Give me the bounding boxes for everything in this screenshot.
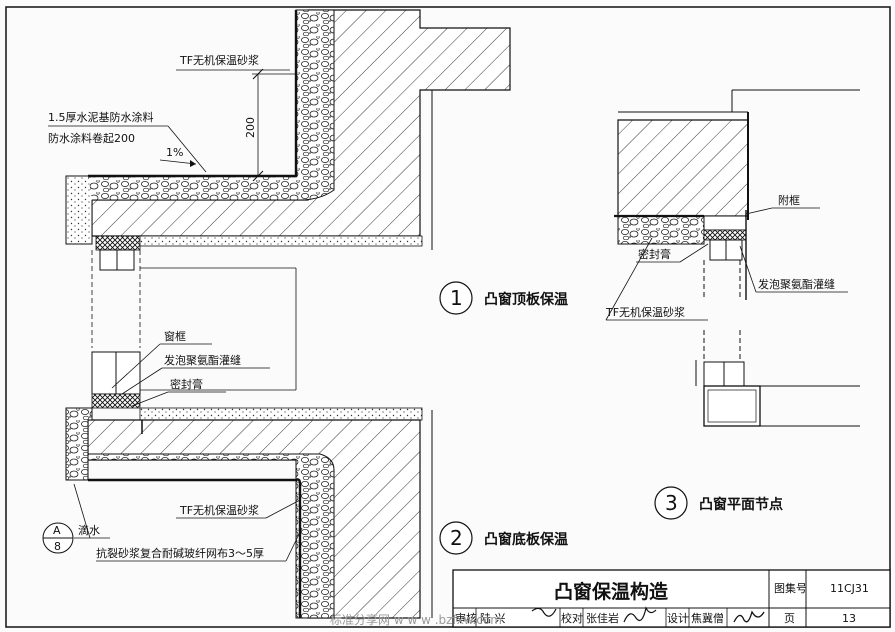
label-sealant-right: 密封膏 — [638, 247, 671, 261]
label-tf-mortar-bottom: TF无机保温砂浆 — [179, 503, 259, 517]
label-sealant: 密封膏 — [170, 377, 203, 391]
label-drip: 滴水 — [78, 523, 100, 537]
label-attach-frame: 附框 — [778, 193, 800, 207]
label-mesh-note: 抗裂砂浆复合耐碱玻纤网布3～5厚 — [96, 546, 264, 560]
detail-title-2: 凸窗底板保温 — [484, 531, 568, 548]
label-coating-1: 1.5厚水泥基防水涂料 — [48, 110, 154, 124]
label-window-frame: 窗框 — [164, 329, 186, 343]
label-pu-foam-right: 发泡聚氨酯灌缝 — [758, 277, 835, 291]
ref-circle-top: A — [53, 524, 61, 537]
label-tf-mortar-top: TF无机保温砂浆 — [179, 53, 259, 67]
detail-1-top-slab — [48, 9, 511, 391]
label-dim-200: 200 — [244, 117, 257, 138]
label-coating-2: 防水涂料卷起200 — [48, 131, 135, 145]
detail-marker-3: 3 凸窗平面节点 — [654, 486, 783, 520]
page-label: 页 — [784, 612, 795, 625]
title-block — [452, 569, 891, 628]
reviewer-name: 陆 兴 — [480, 611, 506, 625]
designer-signature — [733, 610, 765, 623]
review-label: 审核 — [455, 611, 477, 625]
detail-marker-2: 2 凸窗底板保温 — [439, 521, 568, 555]
checker-name: 张佳岩 — [586, 611, 619, 625]
reviewer-signature — [531, 607, 557, 617]
design-label: 设计 — [667, 612, 689, 625]
detail-number-2: 2 — [450, 526, 463, 550]
atlas-number: 11CJ31 — [830, 582, 869, 595]
detail-3-plan-node — [605, 89, 860, 427]
check-label: 校对 — [561, 611, 583, 625]
watermark: 标准分享网 w w w .bzfxw.com — [330, 612, 502, 627]
sheet-border — [5, 6, 891, 628]
detail-title-1: 凸窗顶板保温 — [484, 291, 568, 308]
detail-2-bottom-slab — [42, 343, 433, 619]
label-tf-mortar-right-text: TF无机保温砂浆 — [605, 305, 685, 319]
sheet-title: 凸窗保温构造 — [554, 580, 669, 603]
detail-title-3: 凸窗平面节点 — [699, 496, 783, 513]
page-number: 13 — [842, 612, 856, 625]
label-pu-foam: 发泡聚氨酯灌缝 — [164, 353, 241, 367]
detail-number-3: 3 — [665, 491, 678, 515]
detail-number-1: 1 — [450, 286, 463, 310]
checker-signature — [623, 606, 657, 623]
ref-circle-bottom: 8 — [54, 540, 61, 553]
detail-marker-1: 1 凸窗顶板保温 — [439, 281, 568, 315]
atlas-label: 图集号 — [774, 581, 807, 595]
designer-name: 焦冀僧 — [691, 611, 724, 625]
label-slope: 1% — [166, 146, 183, 159]
